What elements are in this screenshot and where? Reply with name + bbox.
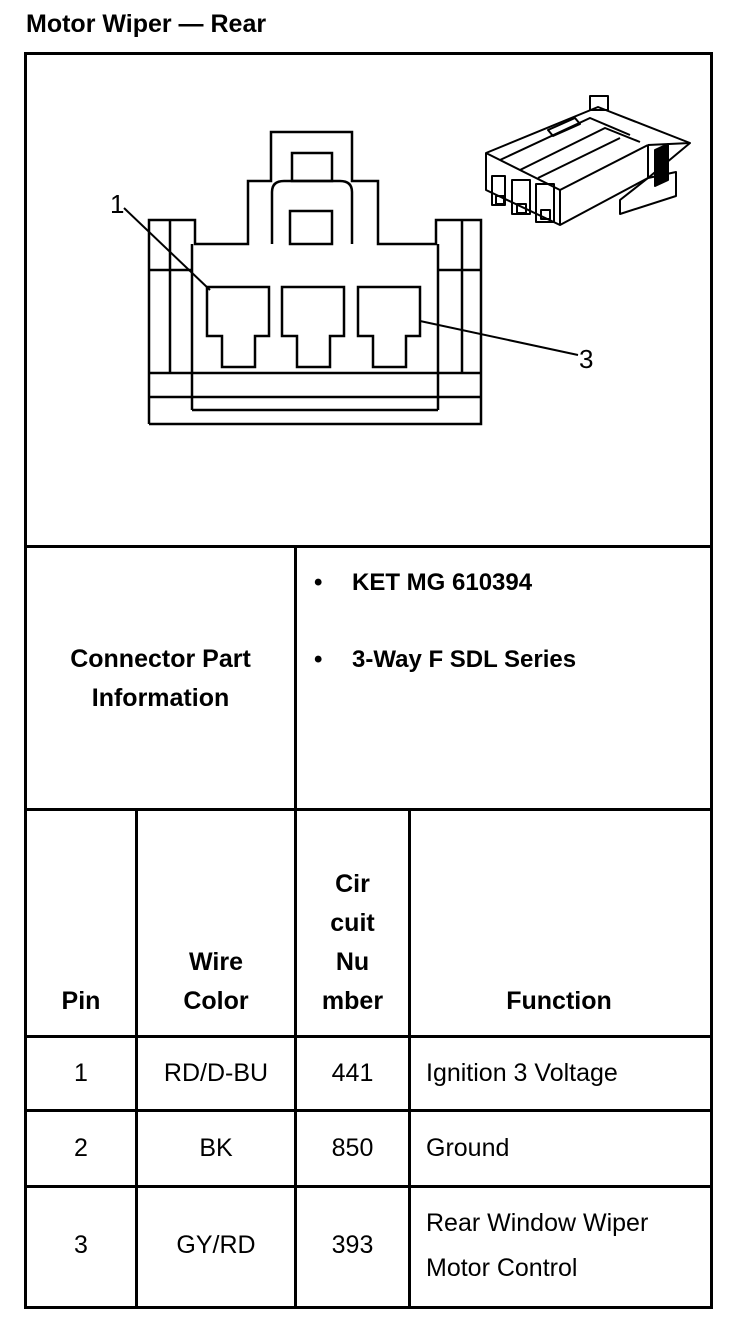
divider-figure: [24, 545, 713, 548]
header-circuit-line: Nu: [335, 948, 370, 976]
divider-row-2: [24, 1185, 713, 1188]
function-line: Ground: [426, 1134, 510, 1162]
table-row-1-circuit: 441: [331, 1059, 374, 1087]
table-row-3-circuit: 393: [331, 1231, 374, 1259]
connector-diagram: 1 3: [110, 95, 691, 426]
part-number: KET MG 610394: [352, 569, 533, 596]
table-row-2-circuit: 850: [331, 1134, 374, 1162]
part-info-label-line1: Connector Part: [70, 645, 251, 673]
table-row-3-pin: 3: [74, 1231, 88, 1259]
header-wire-color-line: Wire: [189, 948, 243, 976]
table-row-1-function: Ignition 3 Voltage: [426, 1038, 706, 1109]
cavity-2: [280, 285, 346, 369]
bullet-icon: •: [314, 646, 323, 673]
header-circuit-line: Cir: [335, 870, 370, 898]
callout-3: 3: [579, 344, 593, 374]
callout-leader-3: [419, 320, 579, 356]
cavity-3: [356, 285, 422, 369]
part-info-label: Connector Part Information: [27, 640, 294, 718]
table-row-1-wire-color: RD/D-BU: [163, 1059, 269, 1087]
part-info-item: • 3-Way F SDL Series: [314, 646, 576, 674]
table-row-2-function: Ground: [426, 1112, 706, 1185]
cavity-1: [205, 285, 271, 369]
table-row-2-pin: 2: [74, 1134, 88, 1162]
page-title: Motor Wiper — Rear: [26, 10, 267, 38]
callout-1: 1: [110, 189, 124, 219]
col-sep-circuit: [408, 808, 411, 1306]
header-circuit-line: cuit: [330, 909, 375, 937]
connector-isometric-image: [485, 95, 691, 226]
header-circuit-number: Cir cuit Nu mber: [297, 811, 408, 1035]
table-row-1-pin: 1: [74, 1059, 88, 1087]
table-row-3-wire-color: GY/RD: [176, 1231, 256, 1259]
table-row-2-wire-color: BK: [199, 1134, 233, 1162]
part-info-label-line2: Information: [91, 684, 230, 712]
connector-face-outline: [147, 130, 483, 426]
header-function: Function: [411, 811, 707, 1035]
header-function-line: Function: [506, 987, 612, 1015]
header-pin: Pin: [27, 811, 135, 1035]
header-pin-line: Pin: [61, 987, 101, 1015]
header-wire-color: Wire Color: [138, 811, 294, 1035]
callout-leader-1: [123, 207, 211, 291]
table-row-3-function: Rear Window Wiper Motor Control: [426, 1188, 706, 1303]
connector-series: 3-Way F SDL Series: [352, 646, 577, 673]
bullet-icon: •: [314, 569, 323, 596]
divider-table-header: [24, 1035, 713, 1038]
part-info-separator: [294, 545, 297, 811]
divider-row-1: [24, 1109, 713, 1112]
divider-part-info: [24, 808, 713, 811]
header-circuit-line: mber: [321, 987, 384, 1015]
col-sep-wire: [294, 808, 297, 1306]
outer-frame: [24, 52, 713, 1309]
function-line: Rear Window Wiper: [426, 1208, 649, 1237]
function-line: Ignition 3 Voltage: [426, 1059, 618, 1087]
function-line: Motor Control: [426, 1253, 578, 1282]
part-info-item: • KET MG 610394: [314, 569, 532, 597]
header-wire-color-line: Color: [183, 987, 249, 1015]
col-sep-pin: [135, 808, 138, 1306]
